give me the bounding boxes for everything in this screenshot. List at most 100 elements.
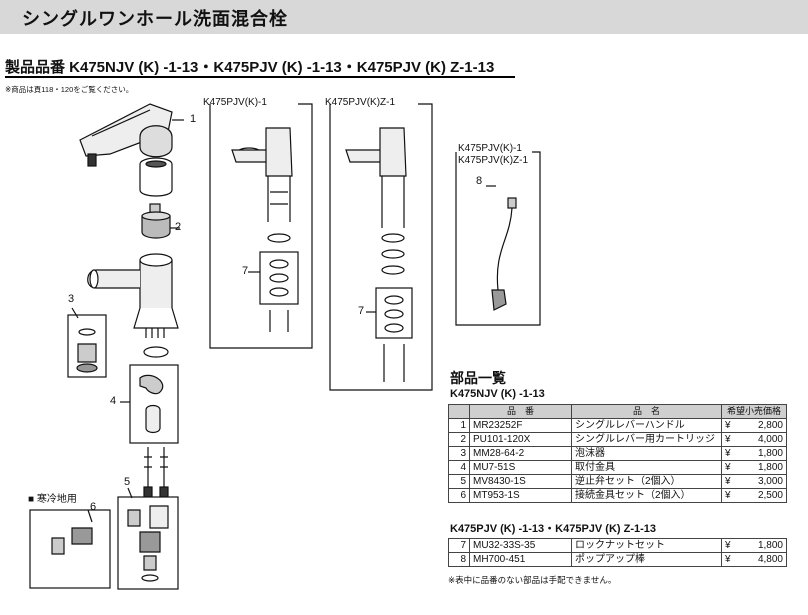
box-c-label-2: K475PJV(K)Z-1	[458, 155, 529, 166]
model-underline	[5, 76, 515, 78]
row-name: シングルレバー用カートリッジ	[571, 432, 722, 447]
faucet-body-drawing	[87, 253, 179, 338]
page-title: シングルワンホール洗面混合栓	[22, 9, 288, 29]
currency-symbol: ¥	[725, 476, 731, 487]
exploded-parts-diagram	[29, 103, 433, 590]
table-header-row: 品 番 品 名 希望小売価格	[448, 404, 787, 419]
cartridge-drawing	[141, 203, 180, 239]
header-name: 品 名	[571, 404, 722, 419]
k475pjvkz1-box	[329, 103, 433, 391]
parts-list-title: 部品一覧	[450, 370, 506, 386]
row-no: 2	[448, 432, 470, 447]
row-name: シングルレバーハンドル	[571, 418, 722, 433]
price-amount: 4,800	[757, 554, 783, 565]
currency-symbol: ¥	[725, 420, 731, 431]
parts-section-2-title: K475PJV (K) -1-13・K475PJV (K) Z-1-13	[450, 523, 657, 535]
row-price: ¥3,000	[721, 474, 787, 489]
o-ring-drawing	[143, 346, 169, 358]
aerator-drawing	[67, 307, 107, 378]
table-row: 5 MV8430-1S 逆止弁セット（2個入） ¥3,000	[448, 474, 787, 489]
supply-hoses-drawing	[143, 447, 169, 498]
row-code: MV8430-1S	[469, 474, 572, 489]
currency-symbol: ¥	[725, 448, 731, 459]
currency-symbol: ¥	[725, 554, 731, 565]
header-no	[448, 404, 470, 419]
footnote: ※表中に品番のない部品は手配できません。	[448, 575, 617, 585]
k475pjvk1-box	[209, 103, 313, 349]
price-amount: 4,000	[757, 434, 783, 445]
box-a-label: K475PJV(K)-1	[203, 97, 267, 108]
price-amount: 1,800	[757, 540, 783, 551]
row-no: 8	[448, 552, 470, 567]
parts-table-2: 7 MU32-33S-35 ロックナットセット ¥1,800 8 MH700-4…	[448, 538, 787, 567]
cap-drawing	[139, 157, 173, 197]
box-c-label-1: K475PJV(K)-1	[458, 143, 522, 154]
parts-table-1: 品 番 品 名 希望小売価格 1 MR23252F シングルレバーハンドル ¥2…	[448, 404, 787, 503]
cold-region-box	[29, 509, 111, 589]
row-price: ¥1,800	[721, 460, 787, 475]
price-amount: 2,800	[757, 420, 783, 431]
cold-region-label: ■ 寒冷地用	[28, 494, 77, 505]
row-no: 5	[448, 474, 470, 489]
callout-7-b: 7	[358, 305, 365, 317]
callout-3: 3	[68, 293, 75, 305]
row-price: ¥4,800	[721, 552, 787, 567]
currency-symbol: ¥	[725, 434, 731, 445]
table-row: 6 MT953-1S 接続金具セット（2個入） ¥2,500	[448, 488, 787, 503]
row-price: ¥2,800	[721, 418, 787, 433]
table-row: 8 MH700-451 ポップアップ棒 ¥4,800	[448, 552, 787, 567]
row-code: MU32-33S-35	[469, 538, 572, 553]
price-amount: 2,500	[757, 490, 783, 501]
row-name: 取付金具	[571, 460, 722, 475]
check-valve-drawing	[117, 487, 179, 590]
parts-section-1-title: K475NJV (K) -1-13	[450, 388, 545, 400]
currency-symbol: ¥	[725, 540, 731, 551]
header-code: 品 番	[469, 404, 572, 419]
table-row: 1 MR23252F シングルレバーハンドル ¥2,800	[448, 418, 787, 433]
callout-2: 2	[175, 221, 182, 233]
row-price: ¥1,800	[721, 446, 787, 461]
row-no: 4	[448, 460, 470, 475]
row-name: 逆止弁セット（2個入）	[571, 474, 722, 489]
currency-symbol: ¥	[725, 490, 731, 501]
row-code: MH700-451	[469, 552, 572, 567]
row-name: 泡沫器	[571, 446, 722, 461]
lever-handle-drawing	[79, 103, 184, 167]
row-price: ¥4,000	[721, 432, 787, 447]
currency-symbol: ¥	[725, 462, 731, 473]
mounting-bracket-drawing	[120, 364, 179, 444]
header-price: 希望小売価格	[721, 404, 787, 419]
row-price: ¥2,500	[721, 488, 787, 503]
row-no: 6	[448, 488, 470, 503]
row-code: MM28-64-2	[469, 446, 572, 461]
row-price: ¥1,800	[721, 538, 787, 553]
callout-6: 6	[90, 501, 97, 513]
row-name: 接続金具セット（2個入）	[571, 488, 722, 503]
table-row: 4 MU7-51S 取付金具 ¥1,800	[448, 460, 787, 475]
row-no: 1	[448, 418, 470, 433]
row-no: 3	[448, 446, 470, 461]
row-name: ロックナットセット	[571, 538, 722, 553]
popup-rod-drawing	[455, 151, 541, 326]
row-code: MU7-51S	[469, 460, 572, 475]
callout-8: 8	[476, 175, 483, 187]
table-row: 3 MM28-64-2 泡沫器 ¥1,800	[448, 446, 787, 461]
price-amount: 1,800	[757, 462, 783, 473]
table-row: 7 MU32-33S-35 ロックナットセット ¥1,800	[448, 538, 787, 553]
callout-5: 5	[124, 476, 131, 488]
row-no: 7	[448, 538, 470, 553]
table-row: 2 PU101-120X シングルレバー用カートリッジ ¥4,000	[448, 432, 787, 447]
callout-7-a: 7	[242, 265, 249, 277]
reference-note: ※商品は頁118・120をご覧ください。	[5, 85, 134, 94]
row-name: ポップアップ棒	[571, 552, 722, 567]
row-code: MT953-1S	[469, 488, 572, 503]
row-code: PU101-120X	[469, 432, 572, 447]
model-numbers: 製品品番 K475NJV (K) -1-13・K475PJV (K) -1-13…	[5, 59, 495, 76]
page-header: シングルワンホール洗面混合栓	[0, 0, 808, 34]
callout-4: 4	[110, 395, 117, 407]
row-code: MR23252F	[469, 418, 572, 433]
box-b-label: K475PJV(K)Z-1	[325, 97, 396, 108]
price-amount: 3,000	[757, 476, 783, 487]
price-amount: 1,800	[757, 448, 783, 459]
callout-1: 1	[190, 113, 197, 125]
